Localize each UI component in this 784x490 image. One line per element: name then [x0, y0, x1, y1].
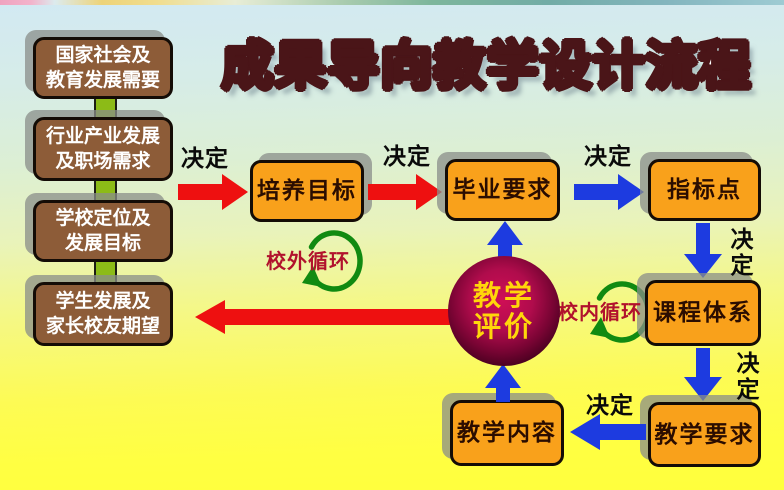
box-label: 教学要求 [654, 420, 755, 447]
box-training-objectives: 培养目标 [250, 160, 364, 222]
source-box-industry-needs: 行业产业发展 及职场需求 [33, 117, 173, 181]
box-label: 教学内容 [457, 419, 557, 446]
box-graduation-requirements: 毕业要求 [445, 159, 560, 221]
box-label: 培养目标 [257, 177, 357, 204]
arrow-indicators-to-curriculum-icon [684, 223, 722, 278]
sphere-label-line: 评价 [472, 311, 535, 342]
box-indicator-points: 指标点 [648, 159, 761, 221]
source-line: 学生发展及 [55, 290, 151, 312]
vertical-connector [94, 178, 117, 204]
arrow-sources-to-objectives-icon [178, 174, 248, 210]
vertical-connector [94, 259, 117, 286]
source-line: 行业产业发展 [45, 125, 160, 147]
source-line: 学校定位及 [55, 207, 151, 229]
arrow-requirements-to-content-icon [570, 414, 646, 450]
internal-loop-label: 校内循环 [558, 302, 642, 324]
decide-label: 决定 [733, 351, 759, 403]
sphere-label-line: 教学 [472, 279, 535, 311]
arrow-graduation-to-indicators-icon [574, 174, 644, 210]
decide-label: 决定 [727, 227, 753, 279]
top-edge-decoration [0, 0, 784, 5]
decide-label: 决定 [586, 392, 634, 418]
box-label: 毕业要求 [452, 176, 553, 203]
source-box-national-needs: 国家社会及 教育发展需要 [33, 37, 173, 99]
source-box-student-expectations: 学生发展及 家长校友期望 [33, 282, 173, 346]
arrow-objectives-to-graduation-icon [368, 174, 442, 210]
box-curriculum-system: 课程体系 [645, 280, 761, 346]
decide-label: 决定 [584, 143, 632, 169]
source-line: 发展目标 [64, 233, 141, 254]
box-teaching-content: 教学内容 [450, 400, 564, 466]
vertical-connector [94, 94, 117, 121]
page-title: 成果导向教学设计流程 [220, 37, 752, 98]
external-loop-label: 校外循环 [266, 251, 350, 273]
circular-arrow-icon [302, 230, 363, 292]
source-line: 家长校友期望 [45, 316, 160, 337]
box-label: 课程体系 [653, 299, 753, 326]
box-teaching-requirements: 教学要求 [648, 402, 761, 467]
decide-label: 决定 [181, 145, 229, 171]
evaluation-sphere: 教学 评价 [448, 256, 560, 366]
source-line: 及职场需求 [55, 151, 151, 172]
decide-label: 决定 [383, 143, 431, 169]
arrow-evaluation-to-graduation-icon [487, 221, 523, 259]
arrow-curriculum-to-requirements-icon [684, 348, 722, 401]
box-label: 指标点 [667, 176, 742, 203]
arrow-evaluation-feedback-icon [195, 300, 453, 334]
arrow-content-to-evaluation-icon [485, 364, 521, 402]
source-line: 国家社会及 [55, 44, 151, 66]
source-box-school-goals: 学校定位及 发展目标 [33, 200, 173, 262]
source-line: 教育发展需要 [45, 70, 160, 91]
